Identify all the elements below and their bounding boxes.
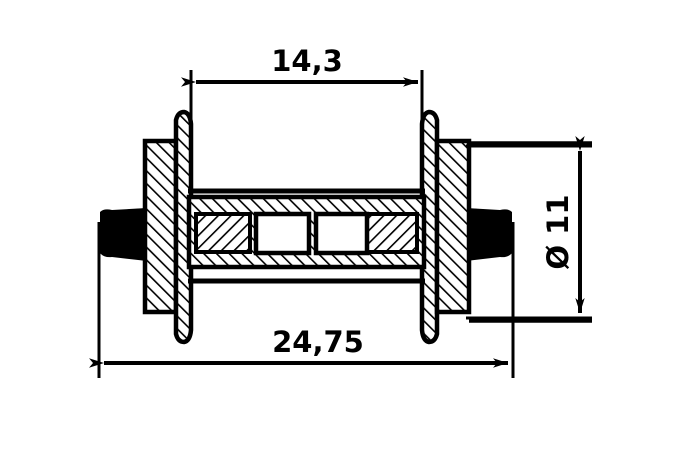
bore-void-right bbox=[313, 211, 370, 256]
axle-wedge-left bbox=[194, 212, 252, 254]
right-axle-tip bbox=[466, 208, 512, 261]
dimension-label-width-overall: 24,75 bbox=[272, 325, 364, 359]
dimension-label-width-inner: 14,3 bbox=[271, 44, 343, 78]
left-axle-tip bbox=[100, 208, 147, 261]
right-wheel-tread bbox=[434, 138, 472, 315]
dimension-width-overall: 24,75 bbox=[89, 222, 515, 378]
dimension-width-inner: 14,3 bbox=[181, 44, 424, 124]
right-panel-contour bbox=[469, 141, 592, 323]
left-wheel-tread bbox=[142, 138, 179, 315]
axle-wedge-right bbox=[361, 212, 419, 254]
dimension-diameter: Ø 11 bbox=[466, 136, 592, 320]
axle-upper-rail bbox=[188, 188, 425, 284]
dimension-label-diameter: Ø 11 bbox=[541, 194, 575, 269]
bore-void-left bbox=[253, 211, 312, 256]
